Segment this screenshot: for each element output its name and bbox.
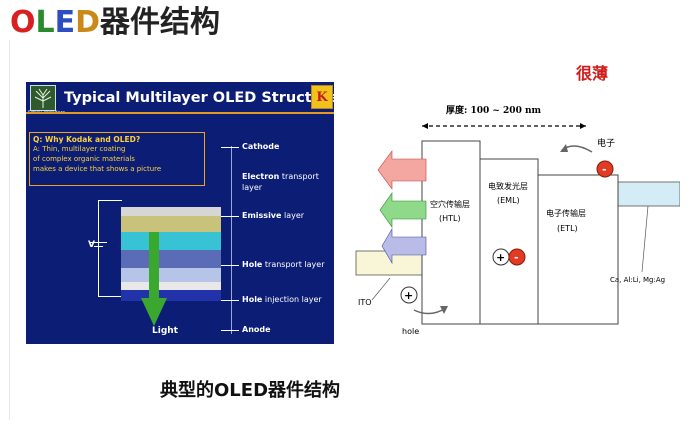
- eml-label-cn: 电致发光层: [488, 181, 528, 191]
- blue-light-arrow-icon: [381, 227, 427, 265]
- electron-charge-icon: [508, 248, 526, 266]
- arrow-head-icon: [560, 144, 568, 152]
- margin-rule: [9, 40, 10, 420]
- leader-line: [221, 265, 239, 266]
- substrate-layer: [121, 290, 221, 301]
- label-bold: Anode: [242, 325, 271, 334]
- kodak-letter: K: [316, 89, 328, 105]
- cathode-electrode: [617, 181, 680, 207]
- label-rest: layer: [281, 211, 305, 220]
- leader-line: [221, 300, 239, 301]
- tree-icon: [34, 88, 52, 108]
- oled-structure-slide: Small Wonders Typical Multilayer OLED St…: [26, 82, 334, 344]
- slide-title: Typical Multilayer OLED Structure: [64, 90, 334, 106]
- hole-transport-layer: [121, 250, 221, 268]
- qa-answer-line-2: of complex organic materials: [33, 155, 135, 163]
- label-bold: Hole: [242, 260, 263, 269]
- voltage-label: V: [88, 240, 95, 250]
- ito-label: ITO: [358, 298, 372, 307]
- small-wonders-logo: [30, 85, 56, 111]
- hole-injection-layer: [121, 268, 221, 282]
- figure-caption: 典型的OLED器件结构: [160, 380, 341, 401]
- red-light-arrow-icon: [377, 150, 427, 190]
- cathode-layer: [121, 207, 221, 216]
- plus-sign: +: [496, 251, 505, 264]
- leader-line: [221, 216, 239, 217]
- eml-label-en: (EML): [497, 196, 520, 205]
- kodak-logo: K: [311, 85, 333, 109]
- qa-question: Q: Why Kodak and OLED?: [33, 135, 141, 144]
- label-rest: transport: [279, 172, 319, 181]
- leader-line: [221, 330, 239, 331]
- cathode-leader: [641, 205, 649, 273]
- title-text: 器件结构: [100, 5, 221, 40]
- qa-answer-line-1: A: Thin, multilayer coating: [33, 145, 126, 153]
- etl-label-en: (ETL): [557, 224, 578, 233]
- arrow-head-icon: [440, 306, 448, 314]
- battery-plate: [90, 242, 107, 243]
- title-letter-o: O: [10, 5, 36, 40]
- circuit-wire: [98, 200, 99, 296]
- eml-block: [479, 158, 539, 325]
- label-bold: Cathode: [242, 142, 280, 151]
- qa-answer-line-3: makes a device that shows a picture: [33, 165, 162, 173]
- emissive-layer: [121, 232, 221, 250]
- leader-line: [231, 146, 232, 334]
- label-bold: Emissive: [242, 211, 282, 220]
- minus-sign: -: [514, 251, 519, 264]
- circuit-wire: [98, 296, 122, 297]
- hole-plus-sign: +: [404, 289, 413, 302]
- light-arrow-icon: [141, 232, 167, 326]
- label-cathode: Cathode: [242, 142, 279, 151]
- etl-label-cn: 电子传输层: [546, 208, 586, 218]
- hole-label: hole: [402, 327, 419, 336]
- htl-block: [421, 140, 481, 325]
- etl-block: [537, 174, 619, 325]
- qa-box: Q: Why Kodak and OLED? A: Thin, multilay…: [29, 132, 205, 186]
- title-letter-e: E: [54, 5, 76, 40]
- label-rest: transport layer: [262, 260, 325, 269]
- hole-icon: [400, 286, 418, 304]
- ito-leader: [371, 277, 391, 301]
- electron-icon: [596, 160, 614, 178]
- thin-note: 很薄: [576, 64, 609, 83]
- layer-stack: [121, 207, 221, 301]
- label-bold: Electron: [242, 172, 280, 181]
- label-electron-transport: Electron transport: [242, 172, 319, 181]
- label-electron-transport-2: layer: [242, 183, 262, 192]
- htl-label-cn: 空穴传输层: [430, 199, 470, 209]
- htl-label-en: (HTL): [439, 214, 461, 223]
- battery-plate: [94, 246, 103, 247]
- anode-layer: [121, 282, 221, 290]
- title-letter-d: D: [75, 5, 101, 40]
- cathode-material-label: Ca, Al:Li, Mg:Ag: [610, 276, 665, 284]
- page-title: OLED器件结构: [10, 8, 220, 38]
- electron-minus-sign: -: [602, 163, 607, 176]
- label-hole-transport: Hole transport layer: [242, 260, 324, 269]
- circuit-wire: [98, 200, 122, 201]
- electron-label: 电子: [597, 137, 615, 149]
- green-light-arrow-icon: [379, 192, 427, 228]
- label-emissive: Emissive layer: [242, 211, 304, 220]
- label-anode: Anode: [242, 325, 271, 334]
- label-rest: layer: [242, 183, 263, 192]
- label-hole-injection: Hole injection layer: [242, 295, 322, 304]
- electron-transport-layer: [121, 216, 221, 232]
- thickness-label: 厚度: 100 ~ 200 nm: [446, 104, 542, 116]
- title-letter-l: L: [35, 5, 55, 40]
- label-bold: Hole: [242, 295, 263, 304]
- title-rule: [26, 112, 334, 114]
- oled-energy-diagram: 厚度: 100 ~ 200 nm 空穴传输层 (HTL) 电致发光层 (EML)…: [355, 104, 680, 336]
- light-label: Light: [152, 326, 178, 336]
- leader-line: [221, 147, 239, 148]
- arrow-head-left-icon: [422, 123, 428, 129]
- arrow-head-right-icon: [580, 123, 586, 129]
- label-rest: injection layer: [262, 295, 322, 304]
